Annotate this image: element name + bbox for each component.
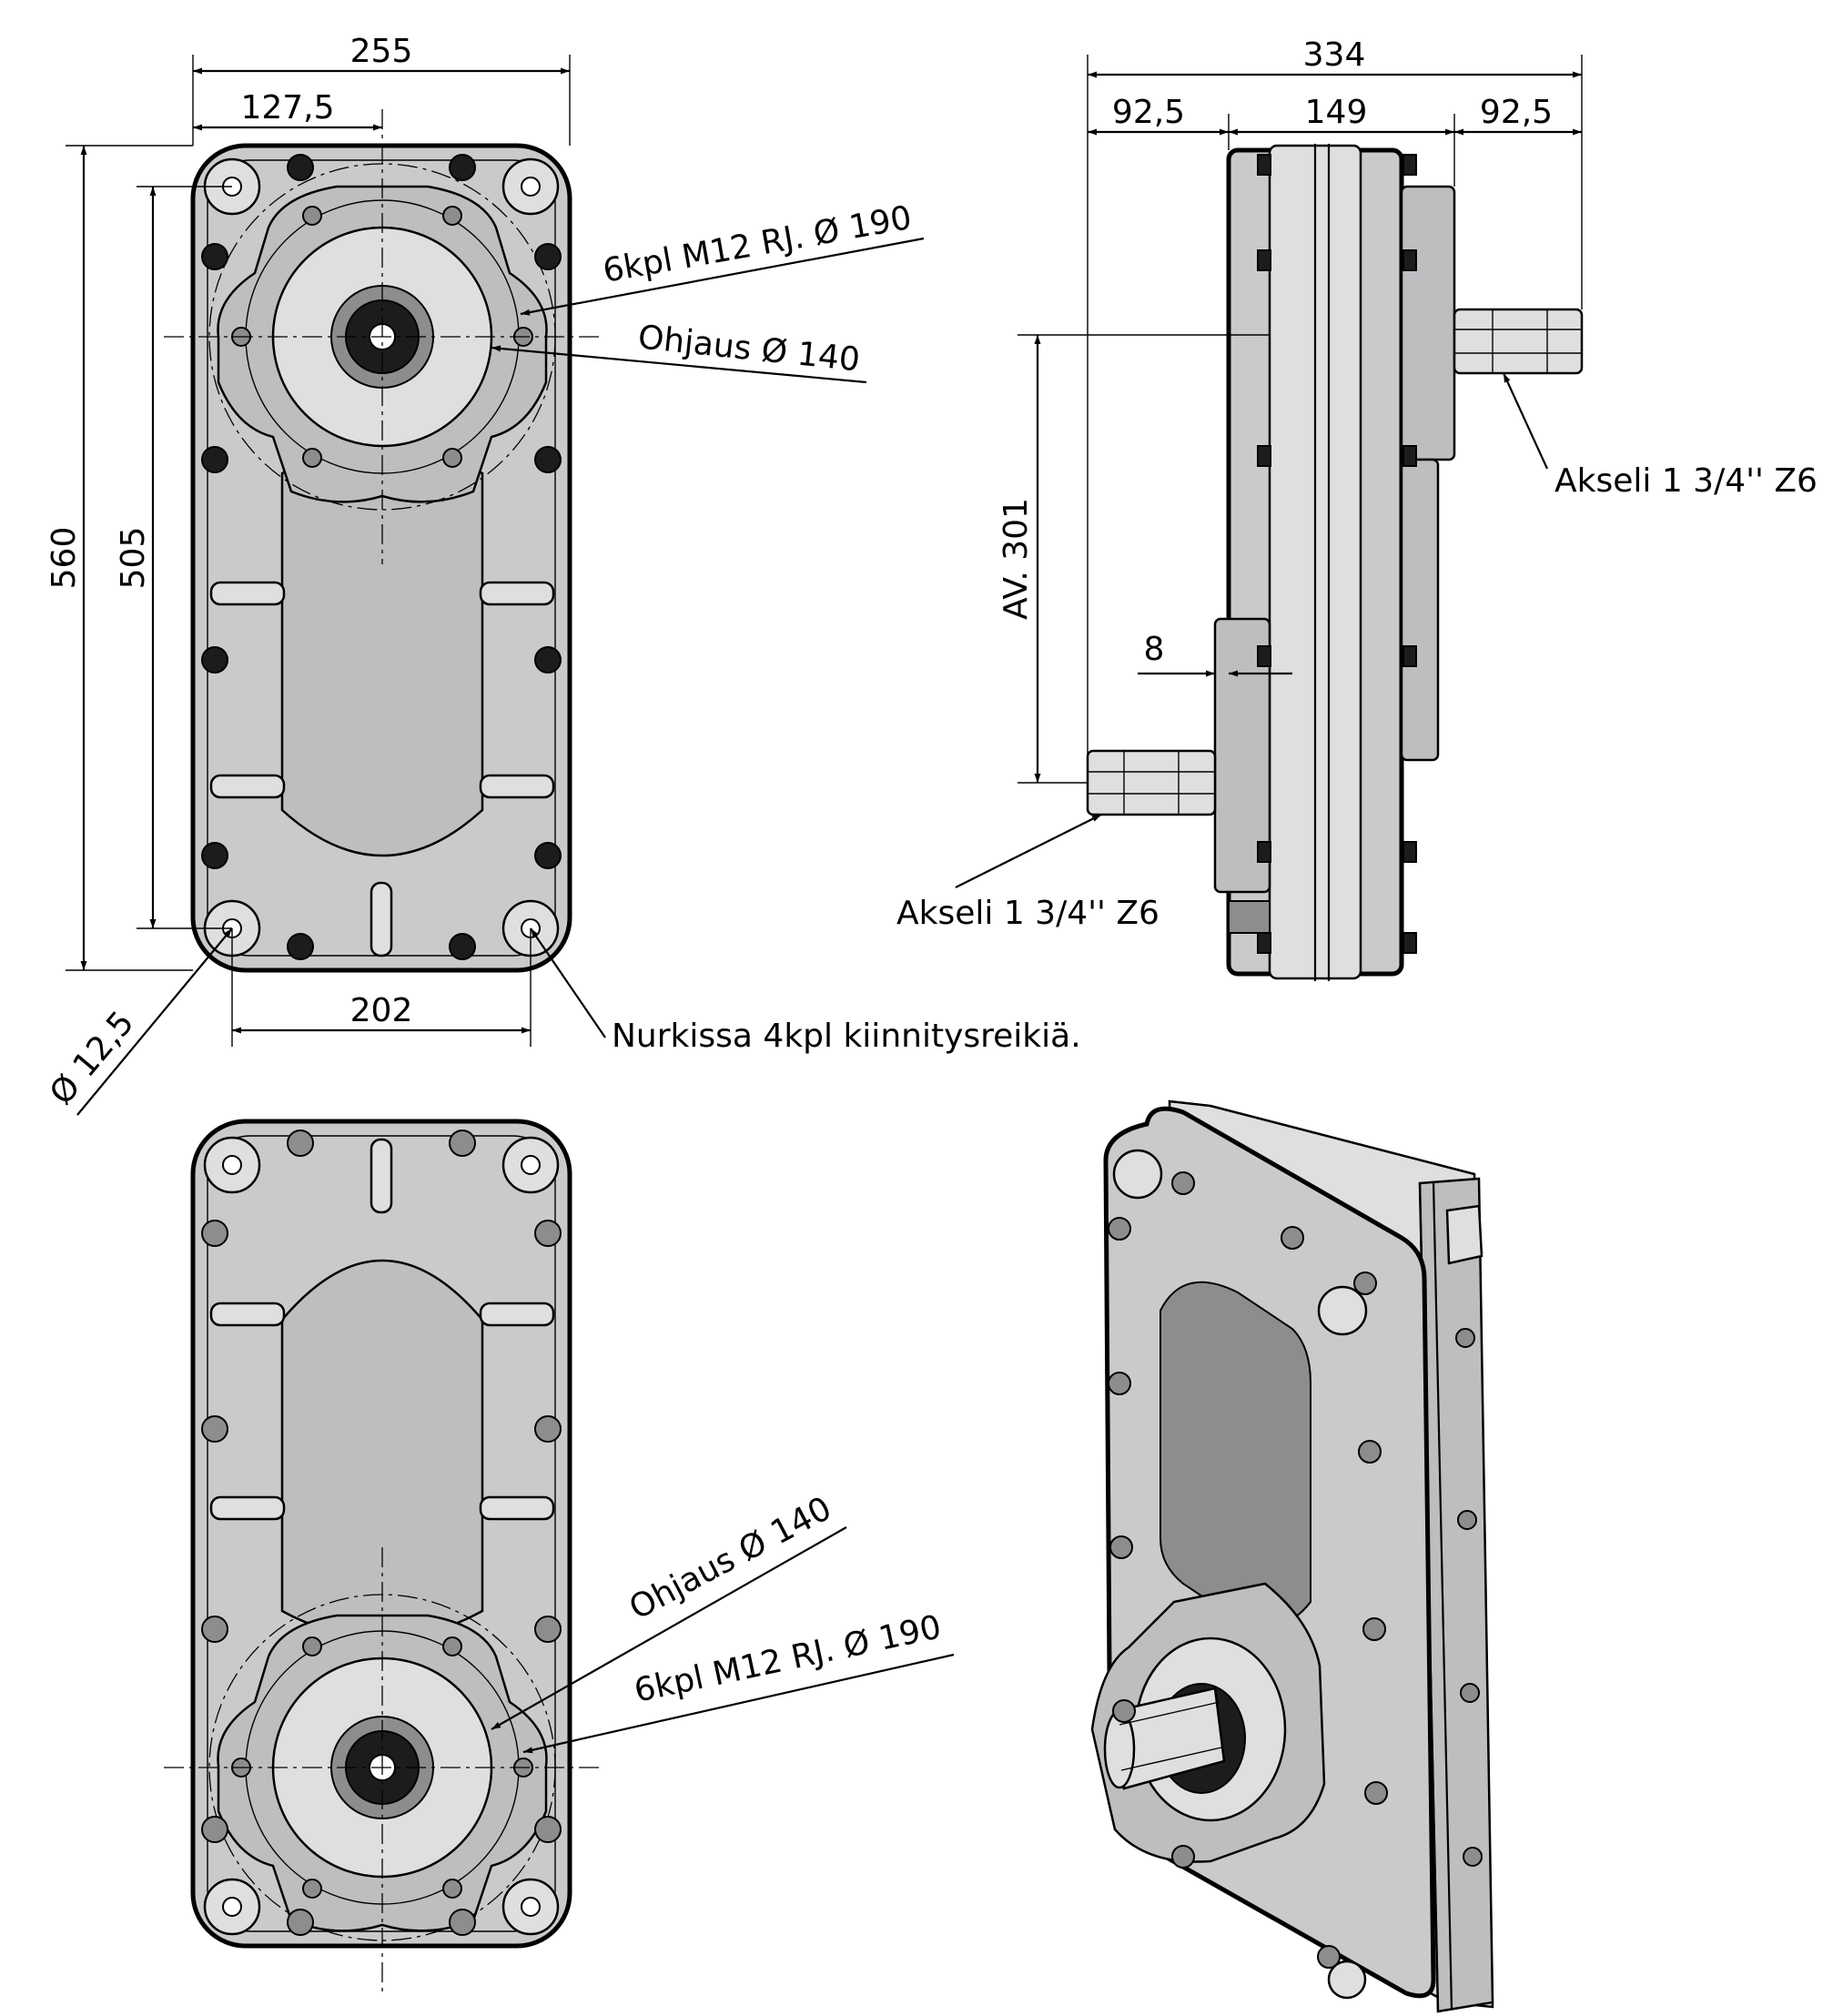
upper-shaft xyxy=(1453,308,1584,375)
dim-offset: 8 xyxy=(1144,631,1165,668)
perimeter-bolts xyxy=(201,154,562,960)
label-shaft-lower: Akseli 1 3/4'' Z6 xyxy=(896,895,1159,932)
rear-oval-pocket xyxy=(280,1259,484,1640)
dim-height: 560 xyxy=(46,527,83,590)
rear-ribs xyxy=(209,1138,555,1521)
rear-perimeter-bolts xyxy=(201,1130,562,1936)
side-bolts xyxy=(1257,154,1417,954)
rear-corner-holes xyxy=(203,1136,560,1936)
side-view: 334 92,5 149 92,5 AV. 301 8 Akseli 1 3/4… xyxy=(896,36,1818,981)
dim-mid: 149 xyxy=(1305,94,1368,131)
isometric-view xyxy=(1090,1099,1494,2013)
dim-total: 334 xyxy=(1303,36,1366,74)
front-view: 255 127,5 560 505 202 Ø 12,5 6kpl M12 RJ… xyxy=(43,33,1081,1116)
iso-bolts xyxy=(1108,1171,1483,1969)
dim-hole-pitch-v: 505 xyxy=(115,527,152,590)
iso-oval-pocket xyxy=(1159,1281,1311,1627)
label-shaft-upper: Akseli 1 3/4'' Z6 xyxy=(1554,462,1818,500)
housing-ribs xyxy=(209,581,555,957)
dim-center-distance: AV. 301 xyxy=(997,498,1035,620)
lower-shaft xyxy=(1086,749,1217,816)
dim-half-width: 127,5 xyxy=(240,89,334,127)
dim-right: 92,5 xyxy=(1480,94,1553,131)
rear-view: Ohjaus Ø 140 6kpl M12 RJ. Ø 190 xyxy=(164,1119,955,1993)
dim-hole-pitch-h: 202 xyxy=(350,992,413,1029)
label-pilot: Ohjaus Ø 140 xyxy=(636,319,862,379)
dim-width: 255 xyxy=(350,33,413,70)
label-bolt-circle: 6kpl M12 RJ. Ø 190 xyxy=(600,199,914,290)
dim-left: 92,5 xyxy=(1112,94,1185,131)
label-corner-holes: Nurkissa 4kpl kiinnitysreikiä. xyxy=(612,1018,1081,1055)
rear-label-pilot: Ohjaus Ø 140 xyxy=(623,1490,837,1627)
